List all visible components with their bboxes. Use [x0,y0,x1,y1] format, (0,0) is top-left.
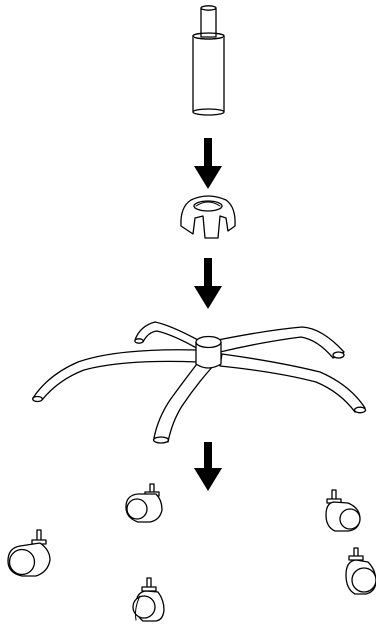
star-base [33,322,366,443]
caster-wheel [126,484,162,522]
base-cover [181,196,235,238]
caster-wheel [326,490,360,531]
caster-wheel [133,578,164,621]
gas-lift-cylinder [193,6,224,115]
down-arrow-icon [194,442,222,491]
caster-wheel [8,530,50,576]
down-arrow-icon [194,138,222,189]
caster-wheel [346,548,376,594]
down-arrow-icon [194,258,222,309]
